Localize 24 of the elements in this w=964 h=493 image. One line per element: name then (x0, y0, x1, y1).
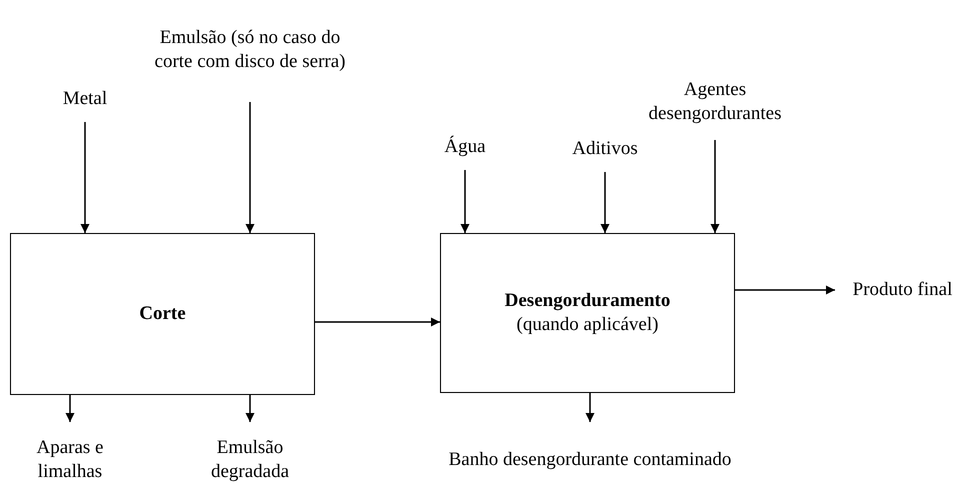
flow-label: Emulsão (só no caso do corte com disco de serra) (154, 26, 346, 74)
flow-label: Agentes desengordurantes (648, 78, 782, 126)
arrow (315, 318, 440, 326)
flow-label: Metal (62, 87, 108, 111)
arrow (600, 172, 610, 233)
arrow (586, 393, 594, 422)
flow-label: Banho desengordurante contaminado (448, 448, 732, 472)
arrow (246, 102, 254, 233)
arrow (710, 140, 720, 233)
arrow (80, 122, 90, 233)
flow-label: Aditivos (572, 137, 638, 161)
flow-label: Emulsão degradada (210, 436, 290, 484)
process-box (440, 233, 735, 393)
arrow (460, 170, 470, 233)
process-note: (quando aplicável) (516, 313, 658, 337)
flow-label: Produto final (852, 278, 952, 302)
arrow (66, 395, 74, 422)
arrow (246, 395, 254, 422)
flow-label: Aparas e limalhas (36, 436, 104, 484)
flow-label: Água (444, 135, 486, 159)
arrow (735, 286, 835, 294)
process-box (10, 233, 315, 395)
process-title: Corte (139, 302, 186, 326)
process-title: Desengorduramento (504, 289, 670, 313)
